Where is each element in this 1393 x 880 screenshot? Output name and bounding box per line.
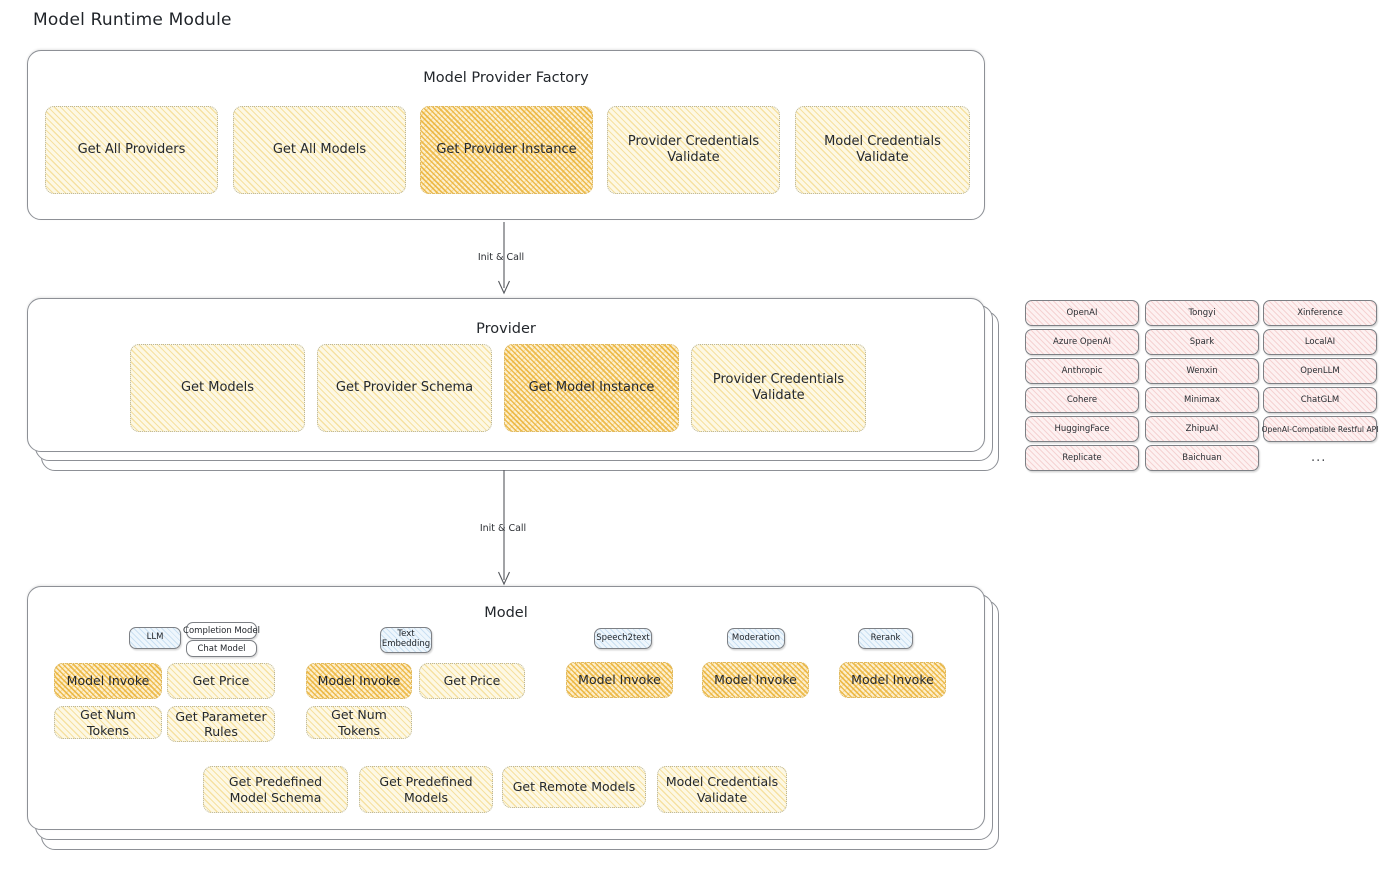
model-box-moderation-model-invoke[interactable]: Model Invoke xyxy=(702,662,809,698)
model-type-tag-rerank[interactable]: Rerank xyxy=(858,628,913,649)
panel-title-model-provider-factory: Model Provider Factory xyxy=(423,70,589,86)
model-box-rerank-model-invoke[interactable]: Model Invoke xyxy=(839,662,946,698)
model-box-llm-get-num-tokens[interactable]: Get Num Tokens xyxy=(54,706,162,739)
provider-pill-localai[interactable]: LocalAI xyxy=(1263,329,1377,355)
provider-box-provider-credentials-validate[interactable]: Provider Credentials Validate xyxy=(691,344,866,432)
factory-box-model-credentials-validate[interactable]: Model Credentials Validate xyxy=(795,106,970,194)
provider-pill-azure-openai[interactable]: Azure OpenAI xyxy=(1025,329,1139,355)
model-box-get-predefined-model-schema[interactable]: Get Predefined Model Schema xyxy=(203,766,348,813)
provider-pill-openai-compatible-restful-api[interactable]: OpenAI-Compatible Restful API xyxy=(1262,416,1378,442)
arrow-provider-to-model xyxy=(498,470,510,586)
model-box-llm-get-parameter-rules[interactable]: Get Parameter Rules xyxy=(167,706,275,742)
provider-pill-zhipuai[interactable]: ZhipuAI xyxy=(1145,416,1259,442)
provider-box-get-model-instance[interactable]: Get Model Instance xyxy=(504,344,679,432)
model-box-llm-get-price[interactable]: Get Price xyxy=(167,663,275,699)
panel-title-model: Model xyxy=(484,605,528,621)
model-box-text-embedding-get-num-tokens[interactable]: Get Num Tokens xyxy=(306,706,412,739)
factory-box-get-all-providers[interactable]: Get All Providers xyxy=(45,106,218,194)
provider-pill-openllm[interactable]: OpenLLM xyxy=(1263,358,1377,384)
factory-box-get-provider-instance[interactable]: Get Provider Instance xyxy=(420,106,593,194)
provider-pill-openai[interactable]: OpenAI xyxy=(1025,300,1139,326)
provider-pill-spark[interactable]: Spark xyxy=(1145,329,1259,355)
provider-pill-minimax[interactable]: Minimax xyxy=(1145,387,1259,413)
provider-pill-baichuan[interactable]: Baichuan xyxy=(1145,445,1259,471)
model-box-model-credentials-validate[interactable]: Model Credentials Validate xyxy=(657,766,787,813)
model-type-tag-text-embedding[interactable]: Text Embedding xyxy=(380,627,432,653)
model-box-get-remote-models[interactable]: Get Remote Models xyxy=(502,766,646,808)
model-box-get-predefined-models[interactable]: Get Predefined Models xyxy=(359,766,493,813)
provider-list-more-ellipsis: ... xyxy=(1311,450,1327,465)
model-subtag-completion-model[interactable]: Completion Model xyxy=(183,622,260,639)
provider-pill-tongyi[interactable]: Tongyi xyxy=(1145,300,1259,326)
panel-title-provider: Provider xyxy=(476,321,536,337)
provider-pill-huggingface[interactable]: HuggingFace xyxy=(1025,416,1139,442)
model-box-text-embedding-get-price[interactable]: Get Price xyxy=(419,663,525,699)
provider-pill-xinference[interactable]: Xinference xyxy=(1263,300,1377,326)
model-box-text-embedding-model-invoke[interactable]: Model Invoke xyxy=(306,663,412,699)
provider-pill-chatglm[interactable]: ChatGLM xyxy=(1263,387,1377,413)
provider-pill-wenxin[interactable]: Wenxin xyxy=(1145,358,1259,384)
provider-pill-replicate[interactable]: Replicate xyxy=(1025,445,1139,471)
arrow-label-init-call-2: Init & Call xyxy=(479,523,527,534)
arrow-label-init-call-1: Init & Call xyxy=(477,252,525,263)
provider-pill-cohere[interactable]: Cohere xyxy=(1025,387,1139,413)
model-type-tag-speech2text[interactable]: Speech2text xyxy=(594,628,652,649)
model-subtag-chat-model[interactable]: Chat Model xyxy=(186,640,257,657)
model-type-tag-llm[interactable]: LLM xyxy=(129,627,181,649)
arrow-factory-to-provider xyxy=(498,222,510,295)
model-box-speech2text-model-invoke[interactable]: Model Invoke xyxy=(566,662,673,698)
provider-box-get-provider-schema[interactable]: Get Provider Schema xyxy=(317,344,492,432)
model-box-llm-model-invoke[interactable]: Model Invoke xyxy=(54,663,162,699)
provider-pill-anthropic[interactable]: Anthropic xyxy=(1025,358,1139,384)
factory-box-provider-credentials-validate[interactable]: Provider Credentials Validate xyxy=(607,106,780,194)
factory-box-get-all-models[interactable]: Get All Models xyxy=(233,106,406,194)
model-type-tag-moderation[interactable]: Moderation xyxy=(727,628,785,649)
page-title: Model Runtime Module xyxy=(33,10,232,30)
provider-box-get-models[interactable]: Get Models xyxy=(130,344,305,432)
